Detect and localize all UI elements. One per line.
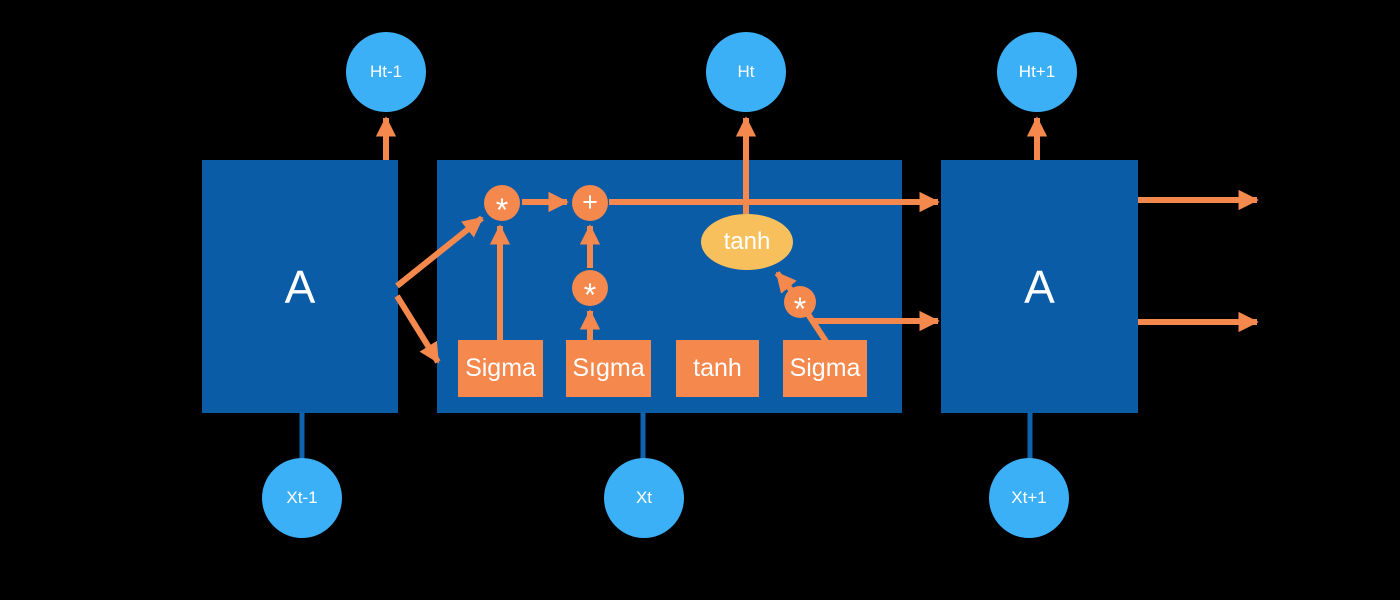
cell-block-label: A bbox=[1024, 260, 1055, 313]
gate-box-sigma-forget: Sigma bbox=[458, 340, 543, 397]
arrow-mul3-to-tanh bbox=[774, 271, 797, 294]
node-label: Ht+1 bbox=[1018, 62, 1056, 81]
cell-block-label: A bbox=[284, 260, 316, 313]
gate-box-tanh: tanh bbox=[676, 340, 759, 397]
arrow-prev-to-gates bbox=[394, 294, 441, 364]
node-label: Ht-1 bbox=[369, 62, 403, 81]
multiply-glyph: * bbox=[793, 291, 807, 327]
gate-box-sigma-output: Sigma bbox=[783, 340, 867, 397]
gate-label: Sigma bbox=[789, 354, 861, 382]
multiply-op-circle: * bbox=[484, 185, 520, 226]
hidden-state-node-ht: Ht bbox=[706, 32, 786, 112]
signal-arrows bbox=[375, 116, 1259, 364]
gate-label: Sigma bbox=[465, 354, 536, 382]
gate-box-sigma-input: Sıgma bbox=[566, 340, 651, 397]
multiply-op-circle: * bbox=[572, 270, 608, 311]
input-node-xt: Xt bbox=[604, 458, 684, 538]
add-glyph: + bbox=[582, 186, 598, 217]
multiply-op-circle: * bbox=[784, 286, 816, 325]
arrow-prev-to-mul1 bbox=[395, 215, 484, 289]
cell-block-next: A bbox=[941, 160, 1138, 413]
input-connectors bbox=[299, 412, 1033, 461]
gate-label: tanh bbox=[693, 354, 742, 382]
multiply-glyph: * bbox=[583, 277, 597, 313]
multiply-glyph: * bbox=[495, 192, 509, 228]
cell-block-previous: A bbox=[202, 160, 398, 413]
gate-label: Sıgma bbox=[572, 354, 645, 382]
hidden-state-node-ht1: Ht+1 bbox=[997, 32, 1077, 112]
hidden-state-node-ht-1: Ht-1 bbox=[346, 32, 426, 112]
node-label: Ht bbox=[737, 62, 755, 81]
node-label: Xt bbox=[635, 488, 653, 507]
node-label: Xt+1 bbox=[1011, 488, 1047, 507]
activation-label: tanh bbox=[723, 228, 771, 255]
add-op-circle: + bbox=[572, 185, 608, 221]
tanh-activation-ellipse: tanh bbox=[701, 214, 793, 270]
node-label: Xt-1 bbox=[286, 488, 318, 507]
input-node-xt1: Xt+1 bbox=[989, 458, 1069, 538]
input-node-xt-1: Xt-1 bbox=[262, 458, 342, 538]
